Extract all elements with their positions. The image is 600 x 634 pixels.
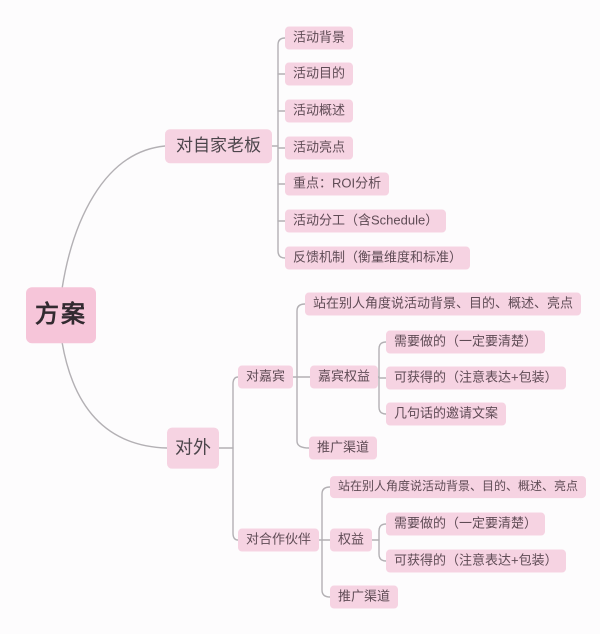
edge-external-spine [232,376,239,541]
edge-partners-spine [321,486,331,598]
node-guest-perspective[interactable]: 站在别人角度说活动背景、目的、概述、亮点 [305,292,582,316]
node-roi-analysis[interactable]: 重点：ROI分析 [285,172,390,196]
node-activity-overview[interactable]: 活动概述 [285,99,354,123]
edge-partner-benefits-spine [378,523,387,562]
node-partner-perspective[interactable]: 站在别人角度说活动背景、目的、概述、亮点 [330,476,587,498]
node-for-partners[interactable]: 对合作伙伴 [238,528,320,552]
node-activity-background[interactable]: 活动背景 [285,26,354,50]
node-feedback-mechanism[interactable]: 反馈机制（衡量维度和标准） [285,246,471,270]
node-activity-highlights[interactable]: 活动亮点 [285,136,354,160]
node-partner-todo[interactable]: 需要做的（一定要清楚） [386,512,546,536]
edge-root-external [61,341,168,449]
node-partner-promotion-channels[interactable]: 推广渠道 [330,585,399,609]
node-for-own-boss[interactable]: 对自家老板 [165,129,272,163]
node-guest-gains[interactable]: 可获得的（注意表达+包装） [386,366,566,390]
node-guest-todo[interactable]: 需要做的（一定要清楚） [386,330,546,354]
node-invitation-copy[interactable]: 几句话的邀请文案 [386,402,507,426]
edge-root-boss [61,145,166,290]
node-guest-benefits[interactable]: 嘉宾权益 [310,365,379,389]
node-for-guests[interactable]: 对嘉宾 [238,365,294,389]
node-external[interactable]: 对外 [167,427,219,469]
node-partner-gains[interactable]: 可获得的（注意表达+包装） [386,549,566,573]
edge-guests-spine [296,303,310,449]
node-guest-promotion-channels[interactable]: 推广渠道 [309,436,378,460]
node-activity-purpose[interactable]: 活动目的 [285,62,354,86]
node-activity-division[interactable]: 活动分工（含Schedule） [285,209,447,233]
node-root[interactable]: 方案 [26,287,96,343]
node-partner-benefits[interactable]: 权益 [330,528,373,552]
